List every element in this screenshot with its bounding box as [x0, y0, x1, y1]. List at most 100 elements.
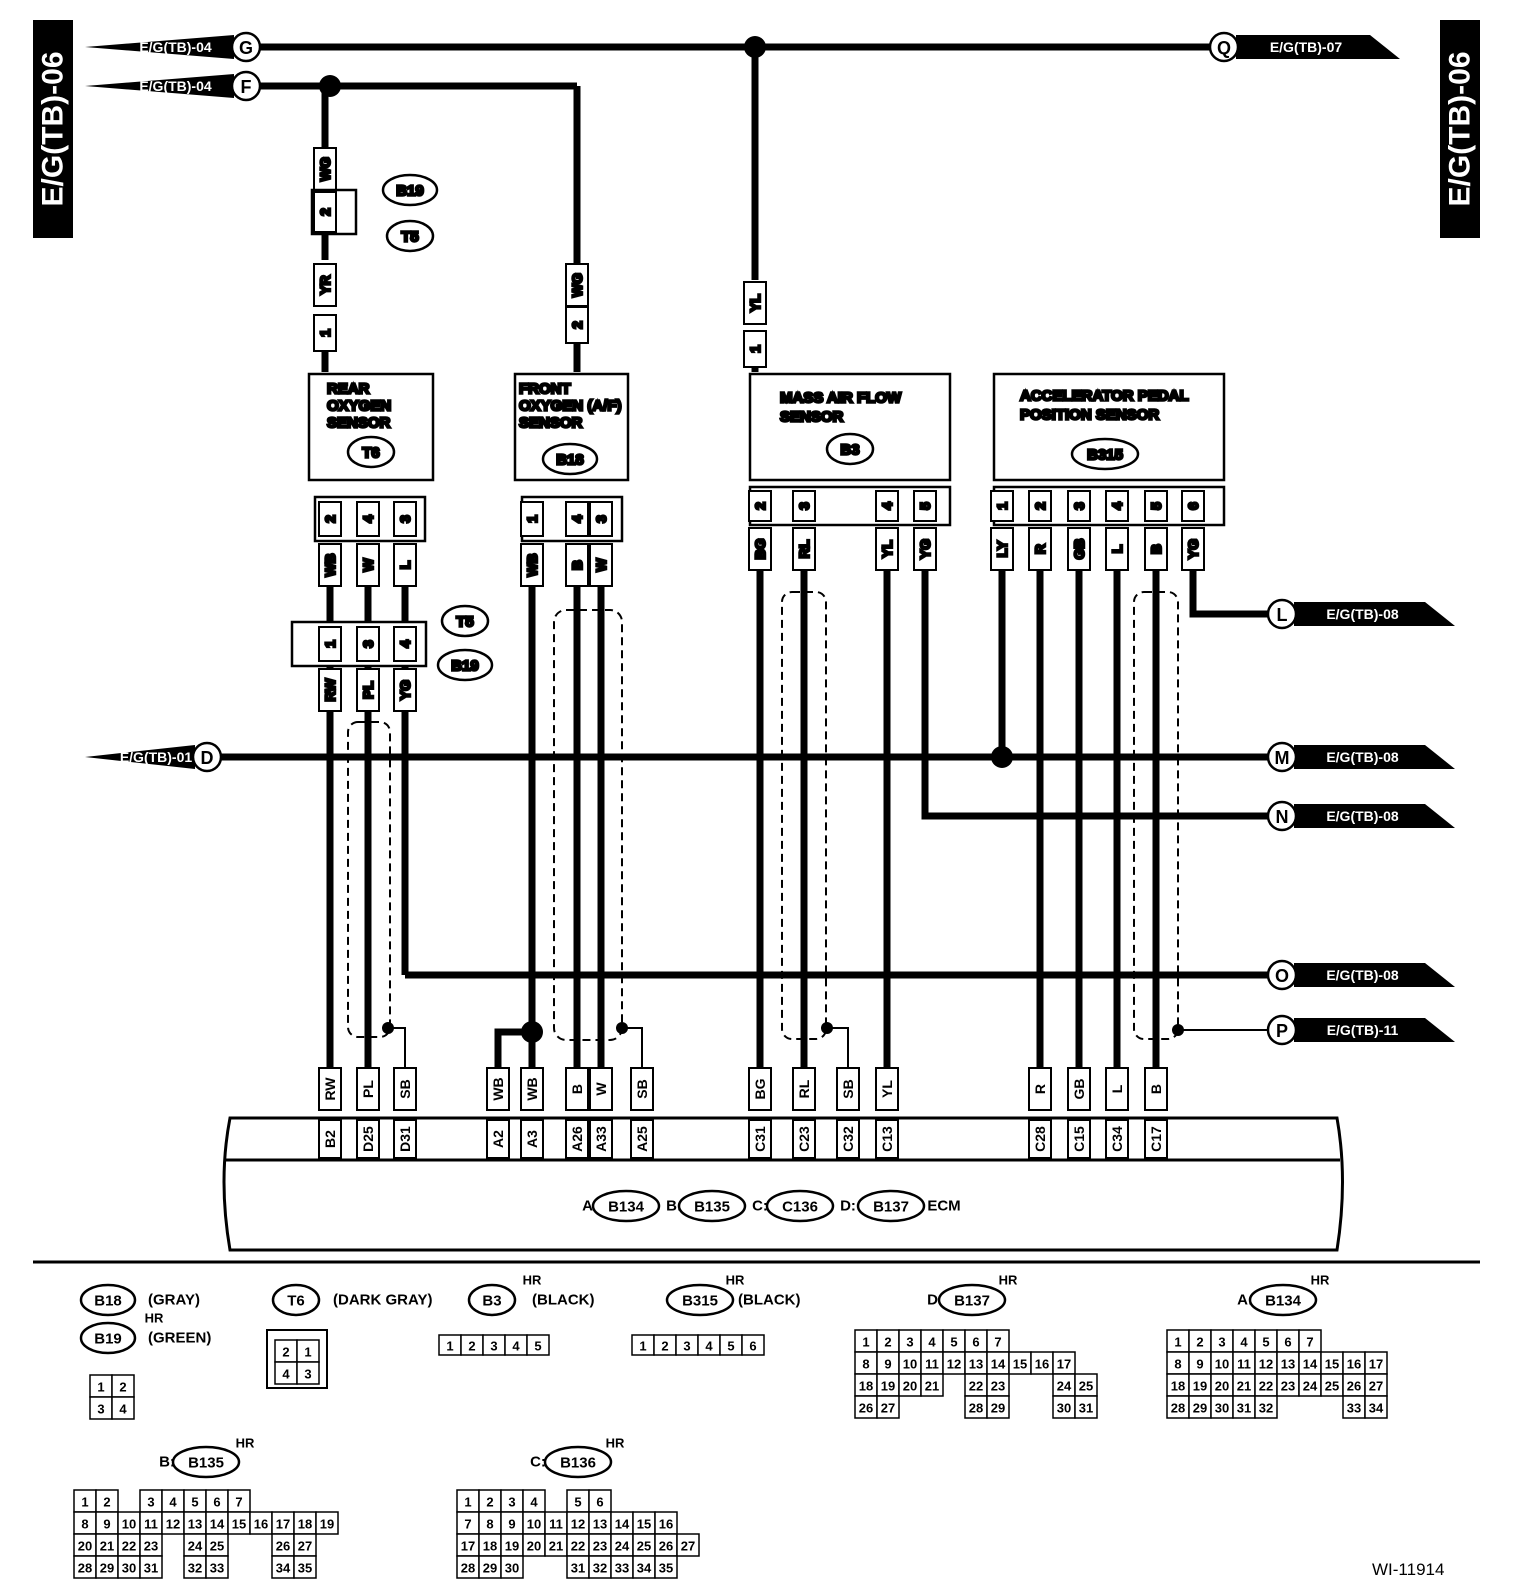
rear_o2-connector-oval [346, 435, 396, 469]
legend-a134-cell-label: 5 [1262, 1335, 1269, 1350]
front-o2-wire-0-text: WB [524, 553, 540, 576]
rear-o2-pin-2-text: 3 [397, 515, 413, 523]
ecm-name: ECM [927, 1198, 960, 1215]
legend-d137-cell-label: 31 [1079, 1401, 1093, 1416]
legend-c136-cell [676, 1533, 700, 1557]
maf-sensor-pin-text: 1 [747, 345, 763, 353]
legend-d137-cell-label: 11 [925, 1357, 939, 1372]
legend-d137-cell-label: 6 [972, 1335, 979, 1350]
front_o2-connector-oval [541, 442, 599, 476]
ecm-legend-conn-3-oval [856, 1189, 926, 1223]
legend-d137-cell-label: 26 [859, 1401, 873, 1416]
legend-b135-cell-label: 24 [188, 1539, 203, 1554]
rear-joint-pin-text: 2 [317, 208, 333, 216]
legend-d137-cell-label: 25 [1079, 1379, 1093, 1394]
maf-pin-0-box [748, 490, 772, 522]
apps-wire-2-tag [1067, 527, 1091, 571]
apps-pin-3-text: 4 [1109, 502, 1125, 510]
legend-c136-cell-label: 24 [615, 1539, 630, 1554]
maf-sensor-pin-box [743, 330, 767, 368]
front-in-text: WG [569, 273, 585, 297]
rear-in-lower-tag [313, 263, 337, 307]
legend-a134-cell-label: 30 [1215, 1401, 1229, 1416]
rear_o2-title-0: REAR [327, 381, 370, 398]
ecm-wire-4-tag [520, 1067, 544, 1111]
legend-c136-cell-label: 9 [508, 1517, 515, 1532]
legend-c136-cell-label: 22 [571, 1539, 585, 1554]
front-sensor-pin-box [565, 306, 589, 344]
legend-a134-cell-label: 32 [1259, 1401, 1273, 1416]
maf-in-tag [743, 281, 767, 325]
legend-b135-prefix: B: [159, 1454, 175, 1471]
legend-t6-cell-label: 4 [282, 1367, 290, 1382]
legend-a134-cell-label: 25 [1325, 1379, 1339, 1394]
rear-o2-pin-0-text: 2 [322, 515, 338, 523]
legend-a134-cell-label: 2 [1196, 1335, 1203, 1350]
ecm-wire-7-text: SB [634, 1079, 650, 1098]
legend-d137-cell-label: 23 [991, 1379, 1005, 1394]
legend-c136-cell-label: 16 [659, 1517, 673, 1532]
joint-pin-0-text: 1 [322, 640, 338, 648]
ref-o-arrow [1294, 963, 1455, 987]
legend-b135-cell-label: 10 [122, 1517, 136, 1532]
ecm-wire-14-tag [1105, 1067, 1129, 1111]
apps-pin-3-box [1105, 490, 1129, 522]
legend-d137-cell-label: 4 [928, 1335, 936, 1350]
joint-pin-0-box [318, 626, 342, 662]
legend-b18-desc: (GRAY) [148, 1292, 200, 1309]
ecm-pin-13-box [1067, 1119, 1091, 1159]
legend-b3-cell [526, 1334, 550, 1356]
legend-b135-cell-label: 14 [210, 1517, 225, 1532]
legend-d137-cell-label: 7 [994, 1335, 1001, 1350]
ref-f-letter: F [241, 77, 252, 97]
front-sensor-pin-text: 2 [569, 321, 585, 329]
legend-c136-cell-label: 10 [527, 1517, 541, 1532]
legend-c136-cell-label: 4 [530, 1495, 538, 1510]
maf-wire-1-tag [792, 527, 816, 571]
ecm-wire-3-text: WB [490, 1077, 506, 1100]
legend-g4-cell-label: 4 [119, 1402, 127, 1417]
legend-d137-cell-label: 27 [881, 1401, 895, 1416]
maf-in-text: YL [747, 294, 763, 312]
maf-wire-3-tag [913, 527, 937, 571]
front_o2-title-2: SENSOR [519, 415, 583, 432]
legend-c136-cell-label: 29 [483, 1561, 497, 1576]
ecm-pin-0-box [318, 1119, 342, 1159]
ref-d-label: E/G(TB)-01 [120, 749, 193, 765]
ecm-pin-4-text: A3 [524, 1130, 540, 1148]
ecm-pin-12-text: C28 [1032, 1126, 1048, 1152]
legend-b3-label: B3 [482, 1293, 501, 1310]
ecm-wire-11-text: YL [879, 1080, 895, 1098]
ref-f-label: E/G(TB)-04 [139, 78, 212, 94]
legend-c136-cell-label: 6 [596, 1495, 603, 1510]
legend-c136-cell-label: 14 [615, 1517, 630, 1532]
ecm-pin-7-box [630, 1119, 654, 1159]
ref-m-letter: M [1275, 748, 1290, 768]
legend-b135-cell-label: 22 [122, 1539, 136, 1554]
legend-b135-cell-label: 30 [122, 1561, 136, 1576]
legend-c136-cell-label: 12 [571, 1517, 585, 1532]
maf-title-0: MASS AIR FLOW [780, 390, 902, 407]
rear-o2-wire-2-tag [393, 543, 417, 587]
ecm-pin-15-text: C17 [1148, 1126, 1164, 1152]
page-tab-right: E/G(TB)-06 [1440, 20, 1480, 238]
rear-o2-wire-0-text: WB [322, 553, 338, 576]
ecm-pin-2-text: D31 [397, 1126, 413, 1152]
joint-pin-1-box [356, 626, 380, 662]
apps-wire-5-text: YG [1185, 539, 1201, 559]
legend-d137-cell-label: 12 [947, 1357, 961, 1372]
legend-b315-cell-label: 5 [727, 1339, 734, 1354]
legend-b135-cell-label: 35 [298, 1561, 312, 1576]
ecm-pin-1-box [356, 1119, 380, 1159]
apps-wire-4-tag [1144, 527, 1168, 571]
ref-f-circle [230, 70, 262, 102]
legend-c136-cell-label: 3 [508, 1495, 515, 1510]
ref-q-circle [1208, 31, 1240, 63]
legend-c136-cell-label: 13 [593, 1517, 607, 1532]
legend-b19-tag: HR [145, 1311, 164, 1326]
legend-a134-cell-label: 18 [1171, 1379, 1185, 1394]
legend-c136-cell-label: 35 [659, 1561, 673, 1576]
legend-a134-cell-label: 26 [1347, 1379, 1361, 1394]
